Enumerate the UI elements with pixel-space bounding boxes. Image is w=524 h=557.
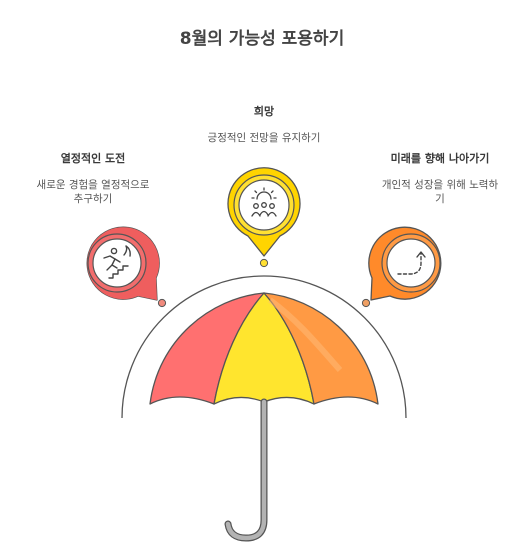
pin-marker-hope: [227, 167, 301, 257]
arc-node-right: [361, 298, 371, 308]
item-desc-passion: 새로운 경험을 열정적으로 추구하기: [18, 178, 168, 206]
page-title: 8월의 가능성 포용하기: [179, 29, 345, 49]
item-desc-future: 개인적 성장을 위해 노력하 기: [360, 178, 520, 206]
item-title-future: 미래를 향해 나아가기: [390, 152, 490, 165]
canopy-right-highlight: [268, 297, 343, 373]
item-desc-passion-line2: 추구하기: [73, 193, 113, 205]
item-title-hope: 희망: [253, 105, 275, 118]
pin-marker-future: [368, 226, 442, 301]
connector-arc: [121, 275, 407, 419]
sun-people-icon: [251, 187, 277, 217]
item-desc-hope: 긍정적인 전망을 유지하기: [179, 131, 349, 145]
item-desc-passion-line1: 새로운 경험을 열정적으로: [36, 179, 150, 191]
arc-node-left: [157, 298, 167, 308]
item-title-passion: 열정적인 도전: [60, 152, 126, 165]
umbrella-shaft: [224, 398, 268, 542]
umbrella-shaft-fill: [225, 399, 267, 541]
running-up-stairs-icon: [103, 245, 131, 279]
item-desc-future-line1: 개인적 성장을 위해 노력하: [381, 179, 499, 191]
umbrella-canopy: [149, 292, 379, 405]
item-desc-future-line2: 기: [435, 193, 445, 205]
item-desc-hope-line1: 긍정적인 전망을 유지하기: [207, 132, 321, 144]
pin-marker-passion: [86, 226, 160, 301]
arc-node-center: [259, 258, 269, 268]
dashed-arrow-icon: [397, 251, 426, 275]
